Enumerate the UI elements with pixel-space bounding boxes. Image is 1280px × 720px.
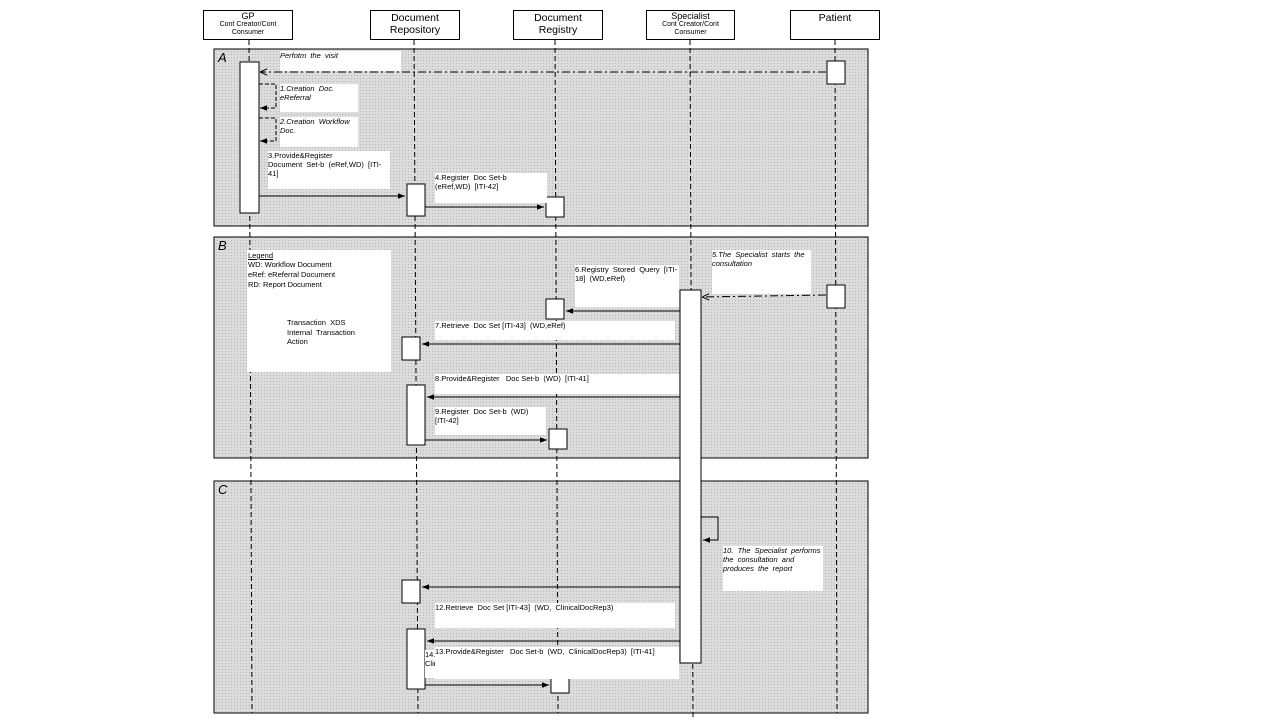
activation-registry-b1 [545,298,565,320]
activation-repository-c2 [406,628,426,690]
message-label-7: 7.Retrieve Doc Set [ITI-43] (WD,eRef) [435,321,675,340]
section-a-label: A [218,50,227,65]
participant-specialist-role: Cont Creator/Cont Consumer [662,21,719,36]
legend-rd: RD: Report Document [248,280,322,289]
activation-repository-c1 [401,579,421,604]
lifeline-patient [834,39,838,714]
participant-gp-role: Cont Creator/Cont Consumer [219,21,277,36]
message-label-1: 1.Creation Doc. eReferral [280,84,358,112]
activation-patient-b [826,284,846,309]
arrow-self-1 [259,83,277,111]
legend-box: Legend WD: Workflow Document eRef: eRefe… [247,250,391,372]
message-label-6: 6.Registry Stored Query [ITI- 18] (WD,eR… [575,265,679,307]
activation-gp [239,61,260,214]
message-label-4: 4.Register Doc Set-b (eRef,WD) [ITI-42] [435,173,547,203]
message-label-0: Perfotm the visit [280,51,401,71]
arrow-specialist-starts [702,295,827,297]
message-label-3: 3.Provide&Register Document Set-b (eRef,… [268,151,390,189]
activation-registry-b2 [548,428,568,450]
message-label-10: 10. The Specialist performs the consulta… [723,546,823,591]
message-label-2: 2.Creation Workflow Doc. [280,117,358,147]
legend-xds: Transaction XDS [287,318,346,327]
activation-patient-a [826,60,846,85]
legend-eref: eRef: eReferral Document [248,270,336,279]
activation-repository-a [406,183,426,217]
legend-wd: WD: Workflow Document [248,260,332,269]
participant-specialist: Specialist Cont Creator/Cont Consumer [646,10,735,40]
participant-registry: Document Registry [513,10,603,40]
participant-patient: Patient [790,10,880,40]
participant-repository: Document Repository [370,10,460,40]
section-c-label: C [218,482,228,497]
legend-title: Legend [248,251,274,260]
legend-internal: Internal Transaction [287,328,355,337]
message-label-9: 9.Register Doc Set-b (WD) [ITI-42] [435,407,546,435]
activation-specialist [679,289,702,664]
message-label-5: 5.The Specialist starts the consultation [712,250,811,294]
legend-action: Action [287,337,308,346]
section-c-panel [213,480,869,714]
message-label-12: 12.Retrieve Doc Set [ITI-43] (WD, Clinic… [435,603,675,628]
message-label-13: 13.Provide&Register Doc Set-b (WD, Clini… [435,647,679,679]
participant-gp: GP Cont Creator/Cont Consumer [203,10,293,40]
participant-repository-name: Document Repository [389,12,441,36]
activation-boxes [239,60,846,694]
activation-repository-b2 [406,384,426,446]
arrow-self-2 [259,117,277,144]
activation-registry-a [545,196,565,218]
participant-specialist-name: Specialist [671,11,710,21]
message-label-14: 14. Clin [425,650,437,678]
activation-repository-b1 [401,336,421,361]
arrow-self-10 [701,516,719,543]
participant-patient-name: Patient [818,12,852,24]
section-b-label: B [218,238,227,253]
participant-gp-name: GP [241,11,255,21]
message-label-8: 8.Provide&Register Doc Set-b (WD) [ITI-4… [435,374,679,394]
participant-registry-name: Document Registry [534,12,582,36]
